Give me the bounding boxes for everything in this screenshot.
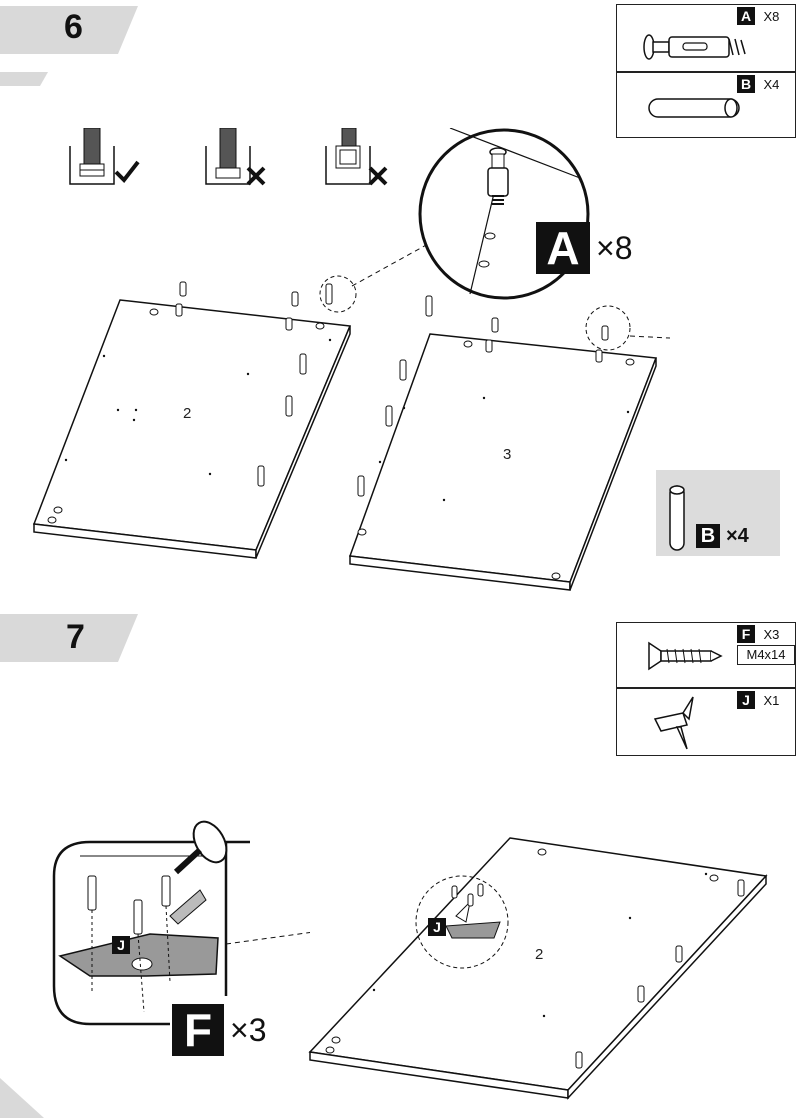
part-J-label: J X1: [737, 691, 779, 710]
part-A-label: A X8: [737, 7, 779, 26]
check-icon: [114, 160, 140, 184]
detail-callout-F: [52, 820, 310, 1026]
dowel-icon: [648, 98, 740, 118]
page-corner: [0, 1078, 44, 1118]
panel-2-step-6: [32, 275, 357, 559]
dowel-icon: [669, 485, 685, 551]
cam-depth-guide: [69, 128, 388, 186]
divider: [617, 71, 795, 73]
panel-label-3: 3: [503, 446, 512, 463]
callout-J-small-label: J: [112, 936, 130, 955]
screw-icon: [648, 641, 723, 671]
step-6-band: [0, 6, 138, 86]
step-7-number: 7: [66, 618, 85, 656]
part-F-label: F X3: [737, 625, 779, 644]
step-6-number: 6: [64, 8, 83, 46]
cross-icon: [368, 166, 388, 186]
cam-depth-too-shallow: [325, 128, 371, 185]
parts-box-step-6: A X8 B X4: [616, 4, 796, 138]
screwdriver-icon: [173, 820, 228, 875]
part-F-size: M4x14: [737, 645, 795, 665]
part-B-label: B X4: [737, 75, 779, 94]
panel-3-step-6: [348, 295, 670, 591]
panel-label-2-step-7: 2: [535, 946, 544, 963]
callout-B-label: B ×4: [696, 524, 749, 548]
callout-F-label: F ×3: [172, 1004, 266, 1056]
cam-depth-correct: [69, 128, 115, 185]
callout-J-label: J: [428, 918, 446, 937]
cross-icon: [246, 166, 266, 186]
parts-box-step-7: F X3 M4x14 J X1: [616, 622, 796, 756]
step-7-band: [0, 614, 138, 662]
callout-B-box: B ×4: [656, 470, 780, 556]
divider: [617, 687, 795, 689]
cam-depth-too-deep: [205, 128, 251, 185]
bracket-J-icon: [653, 696, 694, 750]
panel-label-2: 2: [183, 405, 192, 422]
callout-A-label: A ×8: [536, 222, 632, 274]
panel-2-step-7: [308, 837, 768, 1100]
cam-bolt-icon: [643, 34, 746, 60]
